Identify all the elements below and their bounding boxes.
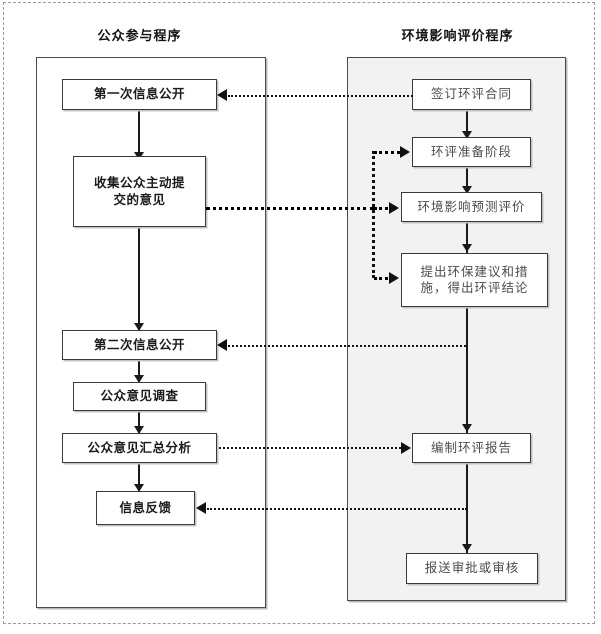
arrowhead-p3-p4 — [134, 375, 144, 383]
connector-e3-e4 — [466, 222, 468, 254]
node-opinion-summary-analysis[interactable]: 公众意见汇总分析 — [62, 433, 217, 463]
connector-e1-e2 — [466, 110, 468, 142]
node-label: 第一次信息公开 — [93, 86, 185, 102]
connector-p2-p3 — [138, 227, 140, 333]
connector-p5-p6 — [138, 463, 140, 491]
link-bus-to-preparation — [374, 151, 400, 154]
arrowhead-first-disclosure — [217, 89, 227, 101]
link-bus-to-measures — [374, 277, 388, 280]
link-branch-vertical-bus — [372, 151, 375, 278]
arrowhead-preparation-stage — [400, 146, 410, 158]
column-header-eia: 环境影响评价程序 — [401, 29, 514, 44]
arrowhead-e5-e6 — [462, 544, 472, 552]
node-label: 编制环评报告 — [430, 439, 512, 455]
arrowhead-information-feedback — [196, 502, 206, 514]
node-label-line2: 交的意见 — [113, 191, 166, 207]
connector-e4-e5 — [466, 307, 468, 433]
node-compile-eia-report[interactable]: 编制环评报告 — [412, 433, 531, 463]
link-contract-to-first-disclosure — [228, 95, 413, 97]
node-first-information-disclosure[interactable]: 第一次信息公开 — [62, 79, 217, 110]
column-header-public: 公众参与程序 — [97, 29, 182, 44]
node-label: 报送审批或审核 — [424, 560, 520, 576]
arrowhead-p2-p3 — [134, 323, 144, 331]
node-collect-public-opinions[interactable]: 收集公众主动提 交的意见 — [73, 156, 206, 227]
node-label: 公众意见汇总分析 — [87, 439, 192, 455]
node-propose-measures-conclusion[interactable]: 提出环保建议和措 施，得出环评结论 — [401, 253, 548, 307]
node-submit-for-approval[interactable]: 报送审批或审核 — [406, 553, 538, 584]
node-eia-preparation-stage[interactable]: 环评准备阶段 — [412, 137, 531, 167]
node-label: 签订环评合同 — [430, 86, 512, 102]
connector-e2-e3 — [466, 167, 468, 193]
node-information-feedback[interactable]: 信息反馈 — [96, 491, 195, 525]
page-dashed-border — [3, 2, 595, 624]
connector-p3-p4 — [138, 360, 140, 382]
link-bus-to-prediction — [374, 207, 388, 210]
arrowhead-second-disclosure — [217, 339, 227, 351]
node-second-information-disclosure[interactable]: 第二次信息公开 — [62, 330, 217, 360]
arrowhead-propose-measures — [389, 272, 399, 284]
node-label-line2: 施，得出环评结论 — [420, 280, 529, 295]
node-label: 公众意见调查 — [100, 388, 179, 404]
node-sign-eia-contract[interactable]: 签订环评合同 — [412, 79, 531, 110]
node-label: 环境影响预测评价 — [417, 198, 526, 214]
link-report-to-feedback — [207, 508, 467, 510]
connector-p1-p2 — [138, 110, 140, 156]
link-collect-opinions-bus — [206, 207, 374, 210]
arrowhead-p5-p6 — [134, 484, 144, 492]
arrowhead-prediction-evaluation — [389, 202, 399, 214]
arrowhead-e3-e4 — [462, 244, 472, 252]
node-label: 环评准备阶段 — [430, 143, 512, 159]
arrowhead-p4-p5 — [134, 426, 144, 434]
link-summary-to-report — [219, 447, 401, 449]
arrowhead-e2-e3 — [462, 186, 472, 194]
node-public-opinion-survey[interactable]: 公众意见调查 — [73, 382, 206, 411]
connector-p4-p5 — [138, 411, 140, 433]
link-measures-to-second-disclosure — [228, 345, 466, 347]
arrowhead-e1-e2 — [462, 131, 472, 139]
arrowhead-compile-report — [401, 442, 411, 454]
node-label: 信息反馈 — [119, 499, 172, 515]
arrowhead-e4-e5 — [462, 424, 472, 432]
node-label: 第二次信息公开 — [93, 336, 185, 352]
node-environmental-impact-prediction[interactable]: 环境影响预测评价 — [401, 192, 542, 222]
node-label-line1: 收集公众主动提 — [93, 175, 185, 190]
node-label-line1: 提出环保建议和措 — [420, 263, 529, 279]
connector-e5-e6 — [466, 463, 468, 553]
